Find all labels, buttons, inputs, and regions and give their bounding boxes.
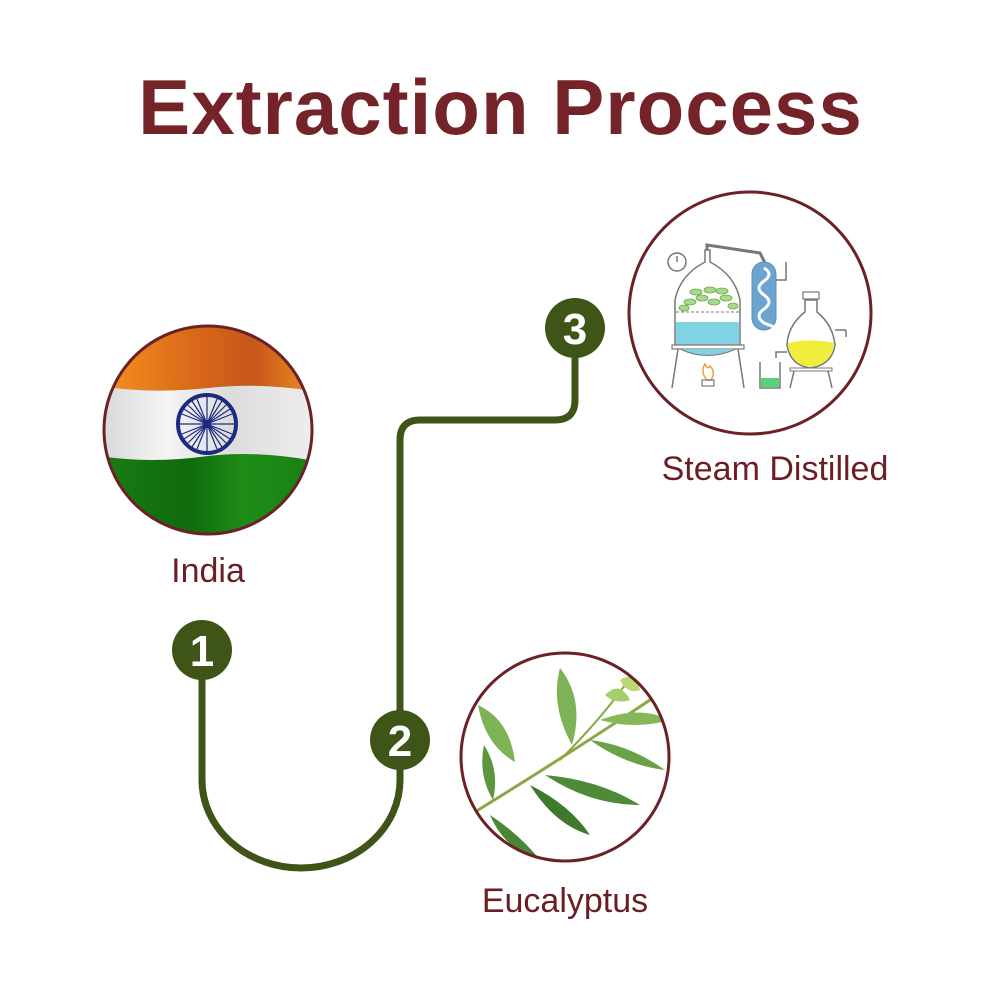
svg-text:3: 3 (563, 305, 587, 354)
beaker-icon (759, 362, 781, 389)
step-label-steam-distilled: Steam Distilled (661, 450, 889, 488)
step-badge-3: 3 (545, 298, 605, 358)
step-label-eucalyptus: Eucalyptus (481, 882, 649, 920)
eucalyptus-image (459, 651, 671, 863)
steam-distillation-image (627, 190, 873, 436)
pressure-gauge-icon (667, 252, 687, 272)
step-label-india: India (171, 552, 245, 590)
ashoka-chakra-icon (176, 393, 238, 455)
step-badge-1: 1 (172, 620, 232, 680)
flame-icon (702, 362, 714, 381)
svg-text:1: 1 (190, 627, 214, 676)
process-path (198, 328, 579, 872)
page-title: Extraction Process (138, 63, 863, 151)
svg-text:2: 2 (388, 717, 412, 766)
india-flag-image (102, 324, 314, 536)
step-badge-2: 2 (370, 710, 430, 770)
